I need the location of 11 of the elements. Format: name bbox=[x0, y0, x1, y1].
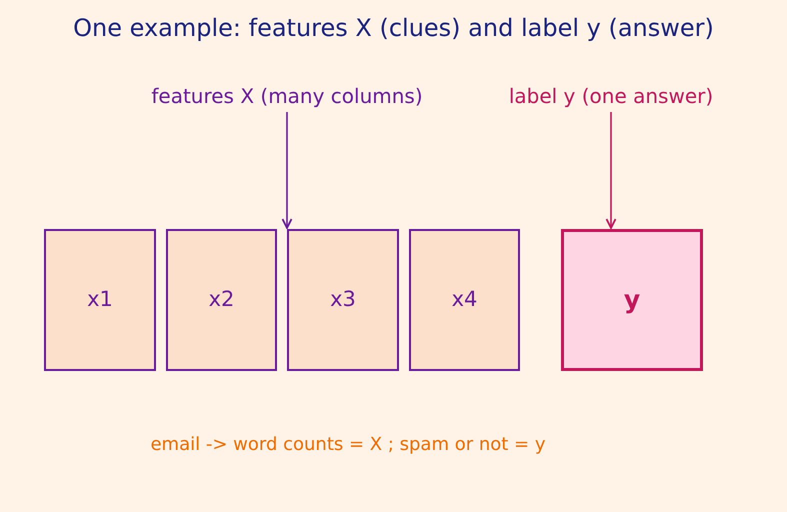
note-text: email -> word counts = X ; spam or not = y bbox=[149, 433, 547, 457]
arrow bbox=[606, 112, 616, 229]
feature-box: x3 bbox=[287, 229, 399, 371]
feature-box: x2 bbox=[166, 229, 277, 371]
label-box: y bbox=[561, 229, 703, 371]
heading-text: features X (many columns) bbox=[132, 82, 442, 110]
feature-box: x4 bbox=[409, 229, 520, 371]
heading-text: label y (one answer) bbox=[491, 82, 731, 110]
title: One example: features X (clues) and label y (answer) bbox=[72, 13, 715, 44]
feature-box: x1 bbox=[44, 229, 156, 371]
arrow bbox=[282, 112, 292, 229]
